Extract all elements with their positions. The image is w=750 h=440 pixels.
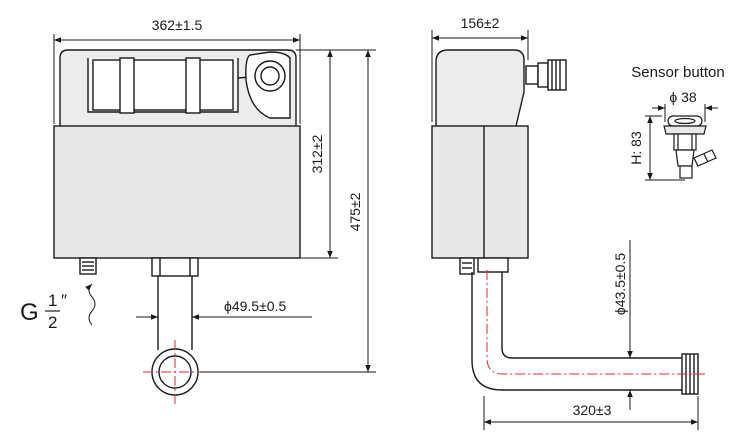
- side-pipe-length-label: 320±3: [573, 402, 612, 418]
- side-dimensions: [431, 30, 699, 430]
- side-tank-top: [435, 49, 525, 127]
- sensor-dia-label: ϕ 38: [669, 89, 697, 105]
- inlet-thread-letter: G: [20, 299, 39, 326]
- side-body: [431, 125, 529, 259]
- side-depth-label: 156±2: [461, 15, 500, 31]
- front-outlet-pipe: [157, 276, 193, 350]
- side-inlet-fitting: [459, 257, 475, 275]
- inlet-thread-denominator: 2: [48, 313, 57, 332]
- front-centerlines: [143, 340, 207, 405]
- front-valve-outer: [254, 60, 286, 92]
- front-rod-left: [119, 57, 135, 114]
- front-view: [53, 49, 301, 396]
- front-inner-panel: [92, 59, 234, 111]
- side-l-pipe: [471, 272, 682, 391]
- front-outlet-end-inner: [158, 355, 192, 389]
- front-body-height-label: 312±2: [309, 134, 325, 173]
- inlet-thread-mark: ″: [61, 291, 67, 310]
- front-width-label: 362±1.5: [152, 17, 203, 33]
- front-valve-inner: [260, 66, 280, 86]
- side-centerline: [486, 270, 705, 375]
- inlet-thread-numerator: 1: [48, 291, 57, 310]
- side-connector: [525, 59, 567, 91]
- side-outlet-nut: [477, 257, 509, 273]
- front-rod-right: [185, 57, 201, 114]
- sensor-button-drawing: [663, 115, 717, 179]
- sensor-title: Sensor button: [631, 64, 724, 81]
- front-outlet-dia-label: ϕ49.5±0.5: [224, 298, 286, 314]
- sensor-dimensions: [645, 104, 718, 181]
- front-body: [53, 125, 301, 259]
- inlet-thread-label: G 1 2 ″: [20, 291, 67, 332]
- sensor-height-label: H: 83: [628, 131, 644, 165]
- side-pipe-dia-label: ϕ43.5±0.5: [612, 253, 628, 315]
- front-outlet-nut: [151, 257, 199, 277]
- front-dimensions: [53, 34, 376, 373]
- side-view: [431, 49, 699, 395]
- front-total-height-label: 475±2: [347, 192, 363, 231]
